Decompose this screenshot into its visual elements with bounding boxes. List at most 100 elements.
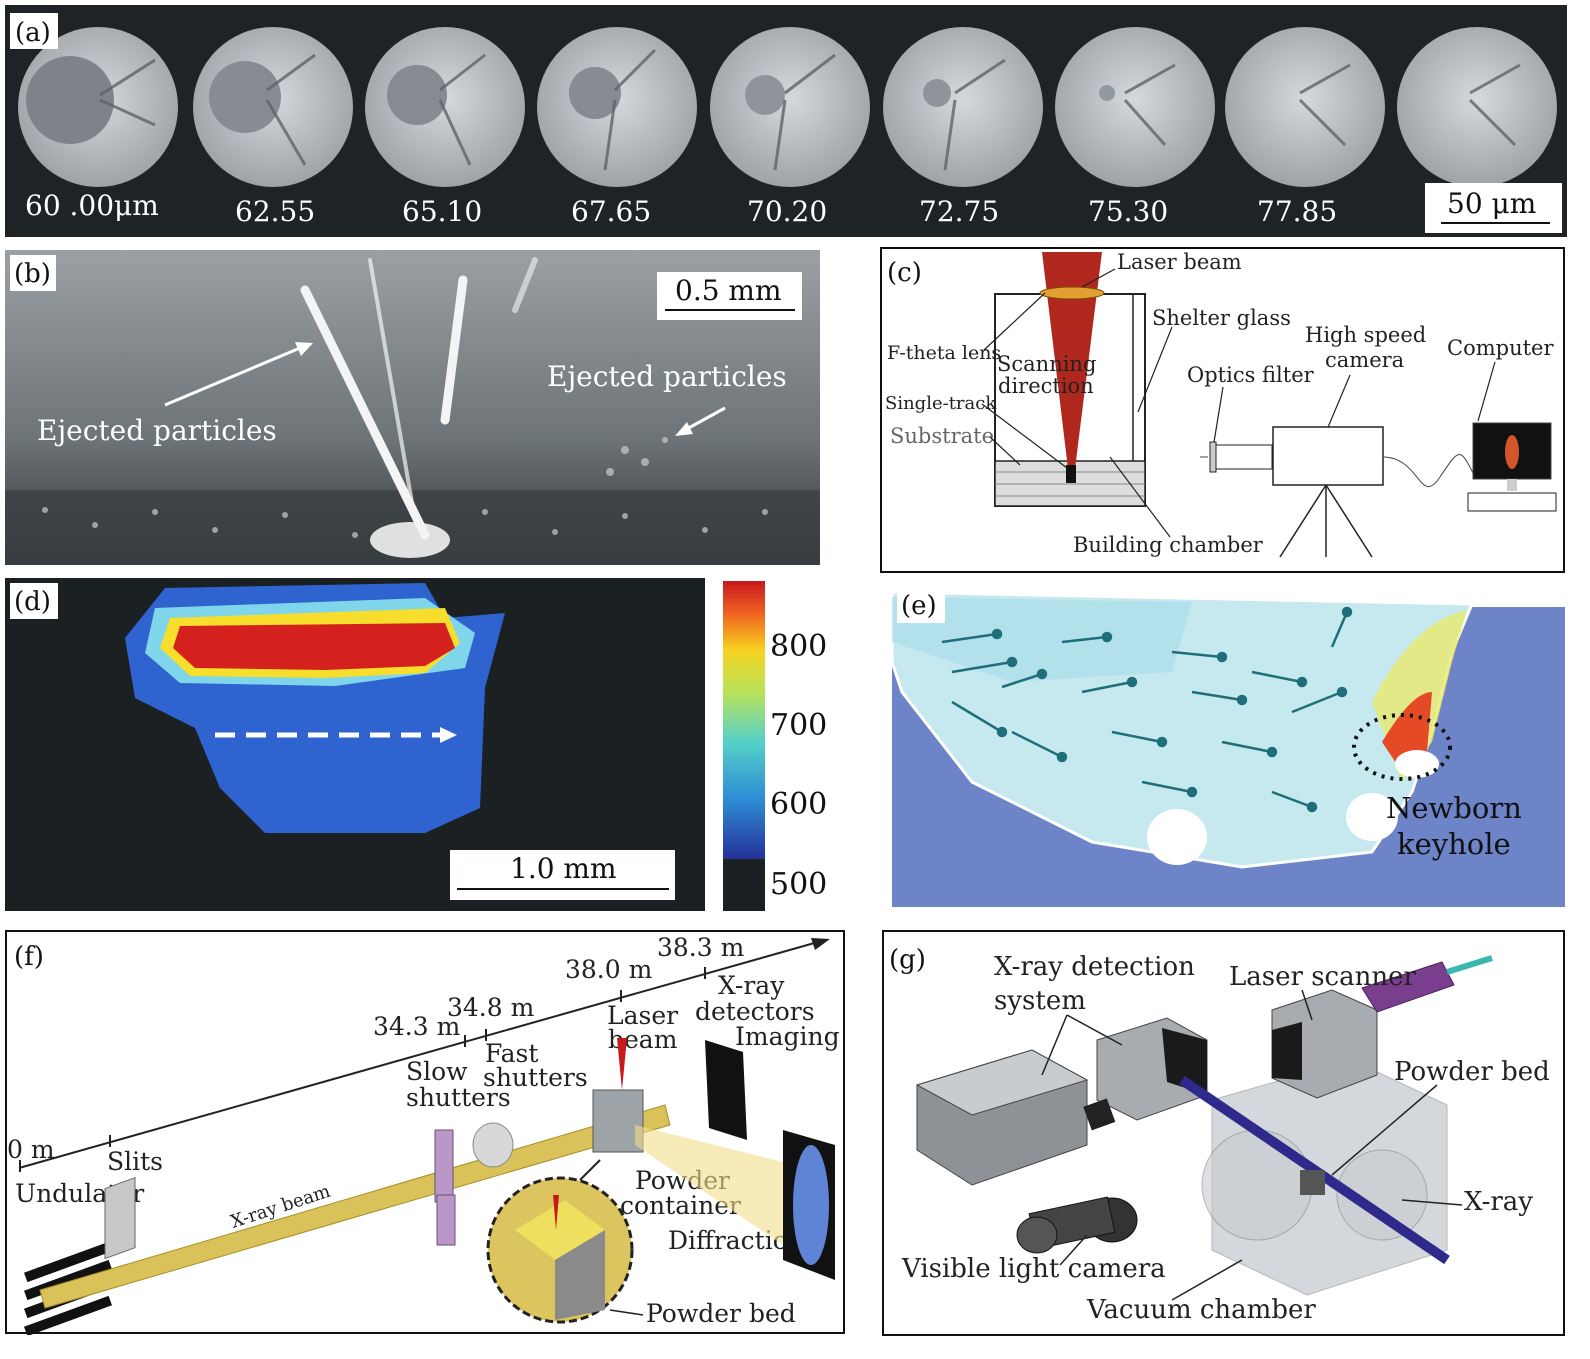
panel-e-label: (e) (901, 591, 937, 621)
panel-b: (b) 0.5 mm Ejected particles Ejected par… (5, 250, 820, 565)
f-theta-lens-label: F-theta lens (887, 342, 1001, 364)
visible-light-camera-label: Visible light camera (901, 1254, 1166, 1284)
panel-d-label: (d) (14, 587, 51, 617)
scale-bar-box (1425, 183, 1562, 233)
powder-bed-label: Powder bed (646, 1299, 796, 1328)
cable (1382, 454, 1476, 488)
distance-label: 0 m (7, 1135, 55, 1164)
optics-filter (1209, 441, 1217, 473)
single-track (1066, 465, 1076, 483)
panel-a-label-box (10, 13, 58, 49)
scale-bar-label: 0.5 mm (675, 274, 782, 307)
ejected-particles-label: Ejected particles (547, 360, 787, 393)
imaging-detector (705, 1040, 747, 1140)
distance-label: 34.8 m (447, 993, 535, 1022)
colorbar-tick: 800 (770, 629, 827, 664)
computer-label: Computer (1447, 336, 1554, 360)
slow-shutters-label: Slow (406, 1057, 468, 1086)
single-track-label: Single-track (885, 393, 997, 414)
laser-beam (1042, 252, 1102, 469)
distance-label: 38.0 m (565, 955, 653, 984)
high-speed-camera-label: High speed (1305, 323, 1426, 347)
panel-f: (f) 0 m 34.3 m 34.8 m 38.0 m 38.3 m Slit… (5, 930, 845, 1337)
scanning-direction-label: Scanning (997, 352, 1096, 376)
panel-c-label: (c) (887, 258, 922, 288)
colorbar-tick: 600 (770, 787, 827, 822)
f-theta-lens (1039, 286, 1105, 300)
powder-bed (1300, 1170, 1325, 1195)
scale-bar-label: 50 μm (1447, 187, 1536, 220)
depth-label: 65.10 (402, 195, 482, 228)
arrow-head (295, 342, 313, 356)
arrow-head (675, 422, 693, 436)
scale-bar-label: 1.0 mm (510, 852, 617, 885)
arrow (164, 346, 301, 407)
high-speed-camera-label: camera (1325, 348, 1404, 372)
panel-e-figure: (e) Newborn keyhole (890, 582, 1565, 907)
panel-f-label: (f) (14, 942, 44, 972)
panel-d-label-box (10, 583, 58, 619)
fast-shutters-label: Fast (485, 1039, 538, 1068)
fast-shutter (472, 1122, 514, 1168)
shelter-glass-label: Shelter glass (1152, 306, 1291, 330)
panel-g-label: (g) (889, 945, 926, 975)
fast-shutters-label: shutters (483, 1063, 588, 1092)
panel-g-figure: (g) X-ray detection system Laser scanner… (882, 930, 1565, 1336)
panel-a: (a) 60 .00μm 62.55 65.10 67.65 70.20 72.… (5, 5, 1567, 237)
xray-label: X-ray (1464, 1187, 1533, 1217)
panel-g: (g) X-ray detection system Laser scanner… (882, 930, 1565, 1337)
panel-c-figure: (c) Laser beam Shelter glass F-theta len… (880, 247, 1565, 573)
optics-filter-label: Optics filter (1187, 363, 1315, 387)
xray-beam (39, 1104, 671, 1309)
panel-d: (d) 1.0 mm 800 700 600 500 (5, 578, 845, 911)
panel-c: (c) Laser beam Shelter glass F-theta len… (880, 247, 1565, 574)
depth-label: 75.30 (1088, 195, 1168, 228)
newborn-keyhole-label: Newborn (1386, 791, 1522, 825)
powder-bed-label: Powder bed (1394, 1057, 1550, 1087)
computer-base (1467, 492, 1557, 512)
depth-label: 72.75 (919, 195, 999, 228)
distance-label: 34.3 m (373, 1012, 461, 1041)
panel-e: (e) Newborn keyhole (890, 582, 1565, 907)
keyhole-bubble (1147, 809, 1207, 865)
imaging-label: Imaging (735, 1022, 840, 1051)
camera-lens (1215, 444, 1273, 470)
distance-label: 38.3 m (657, 933, 745, 962)
laser-scanner-lens (1361, 961, 1455, 1013)
depth-label: 62.55 (235, 195, 315, 228)
visible-light-camera (1016, 1196, 1138, 1254)
xray-detection-label: X-ray detection (994, 952, 1195, 982)
laser-beam-label: Laser beam (1117, 250, 1242, 274)
panel-b-label-box (10, 255, 56, 291)
slits-label: Slits (107, 1147, 163, 1176)
slow-shutter (434, 1129, 454, 1203)
scale-bar-box (657, 272, 802, 320)
scanning-direction-label: direction (998, 374, 1094, 398)
laser-beam (617, 1038, 627, 1090)
colorbar-tick: 500 (770, 867, 827, 902)
slow-shutters-label: shutters (406, 1083, 511, 1112)
laser-beam-label: Laser (607, 1001, 678, 1030)
depth-label: 67.65 (571, 195, 651, 228)
colorbar-tick: 700 (770, 708, 827, 743)
depth-label: 77.85 (1257, 195, 1337, 228)
fiber (1446, 955, 1493, 975)
panel-b-label: (b) (14, 259, 51, 289)
newborn-keyhole-bubble (1346, 793, 1398, 841)
colorbar (723, 581, 765, 859)
ejected-particles-label: Ejected particles (37, 414, 277, 447)
vacuum-chamber-label: Vacuum chamber (1086, 1295, 1316, 1325)
keyhole-circle (1352, 713, 1452, 781)
substrate-label: Substrate (890, 424, 994, 448)
newborn-keyhole-label: keyhole (1397, 827, 1511, 861)
arrow (684, 406, 726, 432)
building-chamber-label: Building chamber (1073, 533, 1264, 557)
laser-scanner-label: Laser scanner (1229, 962, 1416, 992)
depth-label: 70.20 (747, 195, 827, 228)
panel-b-figure: (b) 0.5 mm Ejected particles Ejected par… (5, 250, 820, 565)
xray-detectors-label: detectors (695, 997, 815, 1026)
panel-e-label-box (897, 587, 945, 623)
depth-label: 60 .00μm (25, 189, 159, 222)
xray-detection-label: system (994, 986, 1086, 1016)
slits (104, 1177, 136, 1260)
